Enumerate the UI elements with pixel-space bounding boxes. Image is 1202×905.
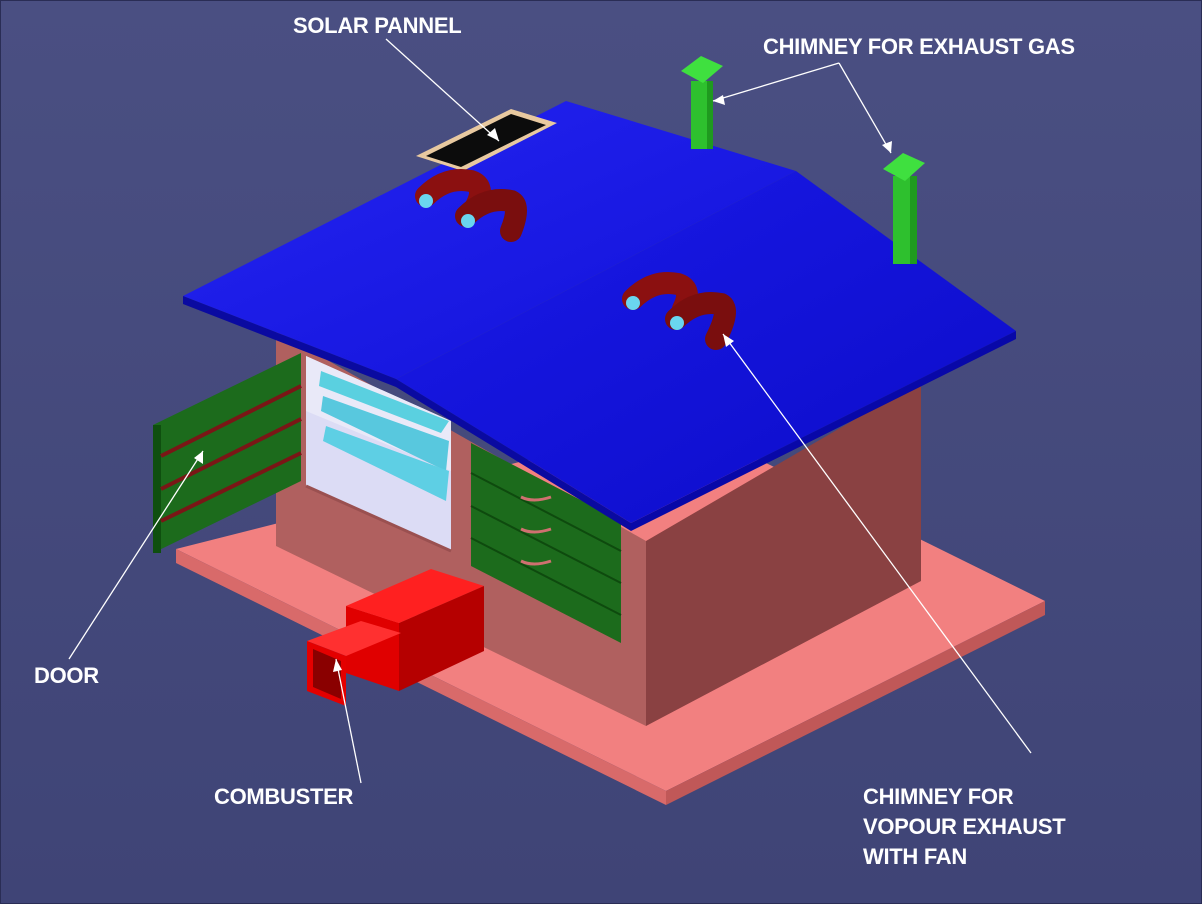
chimney-icon: [681, 56, 723, 149]
combuster-unit: [307, 569, 484, 706]
vapour-chimney-label-line-1: CHIMNEY FOR: [863, 784, 1014, 809]
leader-arrowheads: [194, 95, 892, 672]
vapour-duct-icon: [622, 272, 736, 350]
combuster-label: COMBUSTER: [214, 784, 354, 809]
door: [153, 353, 302, 553]
roof: [183, 101, 1016, 531]
solar-panel-icon: [416, 109, 557, 171]
vapour-chimney-label: CHIMNEY FOR VOPOUR EXHAUST WITH FAN: [863, 782, 1066, 872]
open-window-trays: [305, 356, 452, 553]
solar-panel-label: SOLAR PANNEL: [293, 13, 462, 38]
vapour-chimney-label-line-3: WITH FAN: [863, 844, 967, 869]
door-label: DOOR: [34, 663, 99, 688]
chimney-icon: [883, 153, 925, 264]
exhaust-chimney-label: CHIMNEY FOR EXHAUST GAS: [763, 34, 1075, 59]
tray-drawers: [470, 443, 622, 643]
vapour-chimney-label-line-2: VOPOUR EXHAUST: [863, 814, 1066, 839]
vapour-duct-icon: [415, 169, 527, 242]
leader-lines: [68, 38, 1032, 784]
